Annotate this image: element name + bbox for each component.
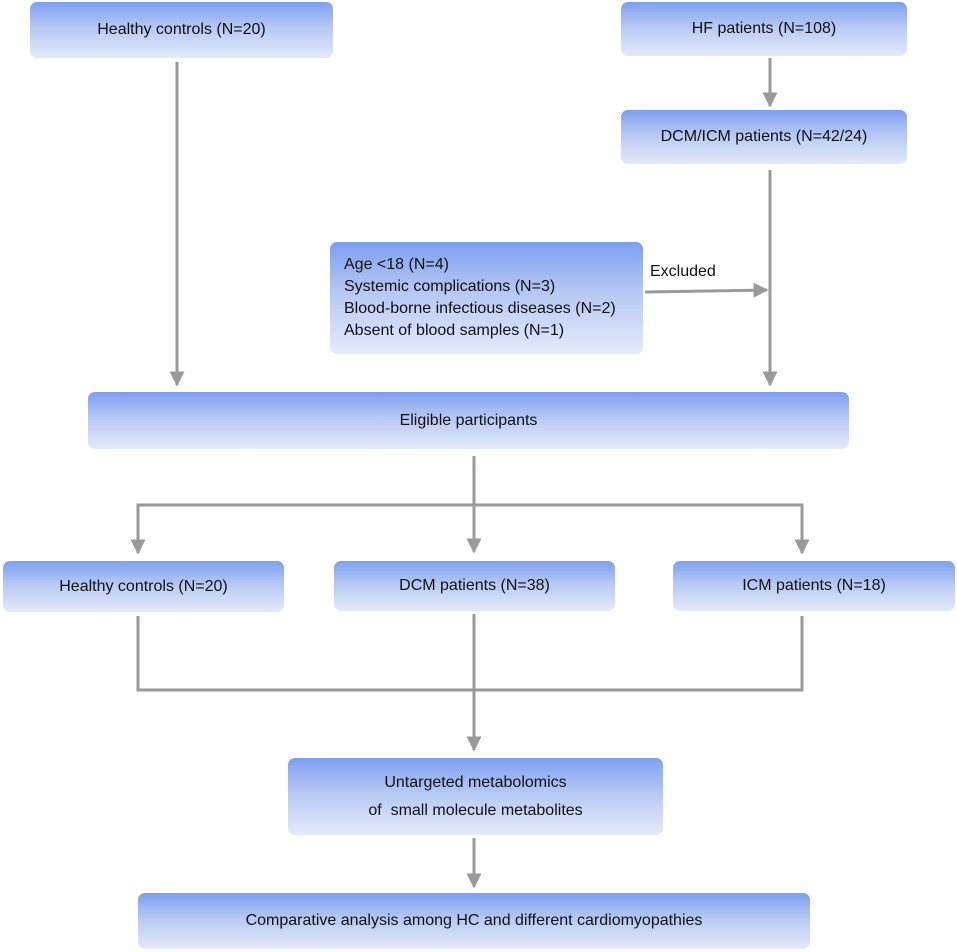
dcm-patients-box: DCM patients (N=38) xyxy=(334,561,615,611)
hf-patients-box: HF patients (N=108) xyxy=(621,2,907,56)
dcm-patients-label: DCM patients (N=38) xyxy=(399,577,550,594)
metabolomics-box: Untargeted metabolomics of small molecul… xyxy=(288,758,663,835)
healthy-controls-group-label: Healthy controls (N=20) xyxy=(59,577,228,595)
comparative-analysis-box: Comparative analysis among HC and differ… xyxy=(138,893,810,949)
exclusion-item: Absent of blood samples (N=1) xyxy=(344,322,565,339)
dcm-icm-patients-label: DCM/ICM patients (N=42/24) xyxy=(660,128,868,145)
icm-patients-box: ICM patients (N=18) xyxy=(673,561,955,611)
exclusion-item: Age <18 (N=4) xyxy=(344,256,449,273)
metabolomics-line-2: of small molecule metabolites xyxy=(368,801,583,819)
excluded-label: Excluded xyxy=(650,263,716,280)
metabolomics-line-1: Untargeted metabolomics xyxy=(384,773,567,791)
hf-patients-label: HF patients (N=108) xyxy=(691,20,837,37)
branch-line xyxy=(136,503,804,552)
eligible-participants-box: Eligible participants xyxy=(88,392,849,449)
healthy-controls-top-label: Healthy controls (N=20) xyxy=(97,21,266,38)
exclusion-item: Blood-borne infectious diseases (N=2) xyxy=(344,300,616,317)
healthy-controls-group-box: Healthy controls (N=20) xyxy=(3,561,284,612)
eligible-participants-label: Eligible participants xyxy=(399,411,538,429)
icm-patients-label: ICM patients (N=18) xyxy=(742,577,886,594)
healthy-controls-top-box: Healthy controls (N=20) xyxy=(30,2,333,58)
arrow-excluded xyxy=(644,282,769,298)
dcm-icm-patients-box: DCM/ICM patients (N=42/24) xyxy=(621,110,907,164)
exclusion-box: Age <18 (N=4) Systemic complications (N=… xyxy=(330,242,643,354)
comparative-analysis-label: Comparative analysis among HC and differ… xyxy=(245,912,703,929)
merge-line xyxy=(136,616,804,692)
exclusion-item: Systemic complications (N=3) xyxy=(344,278,556,295)
